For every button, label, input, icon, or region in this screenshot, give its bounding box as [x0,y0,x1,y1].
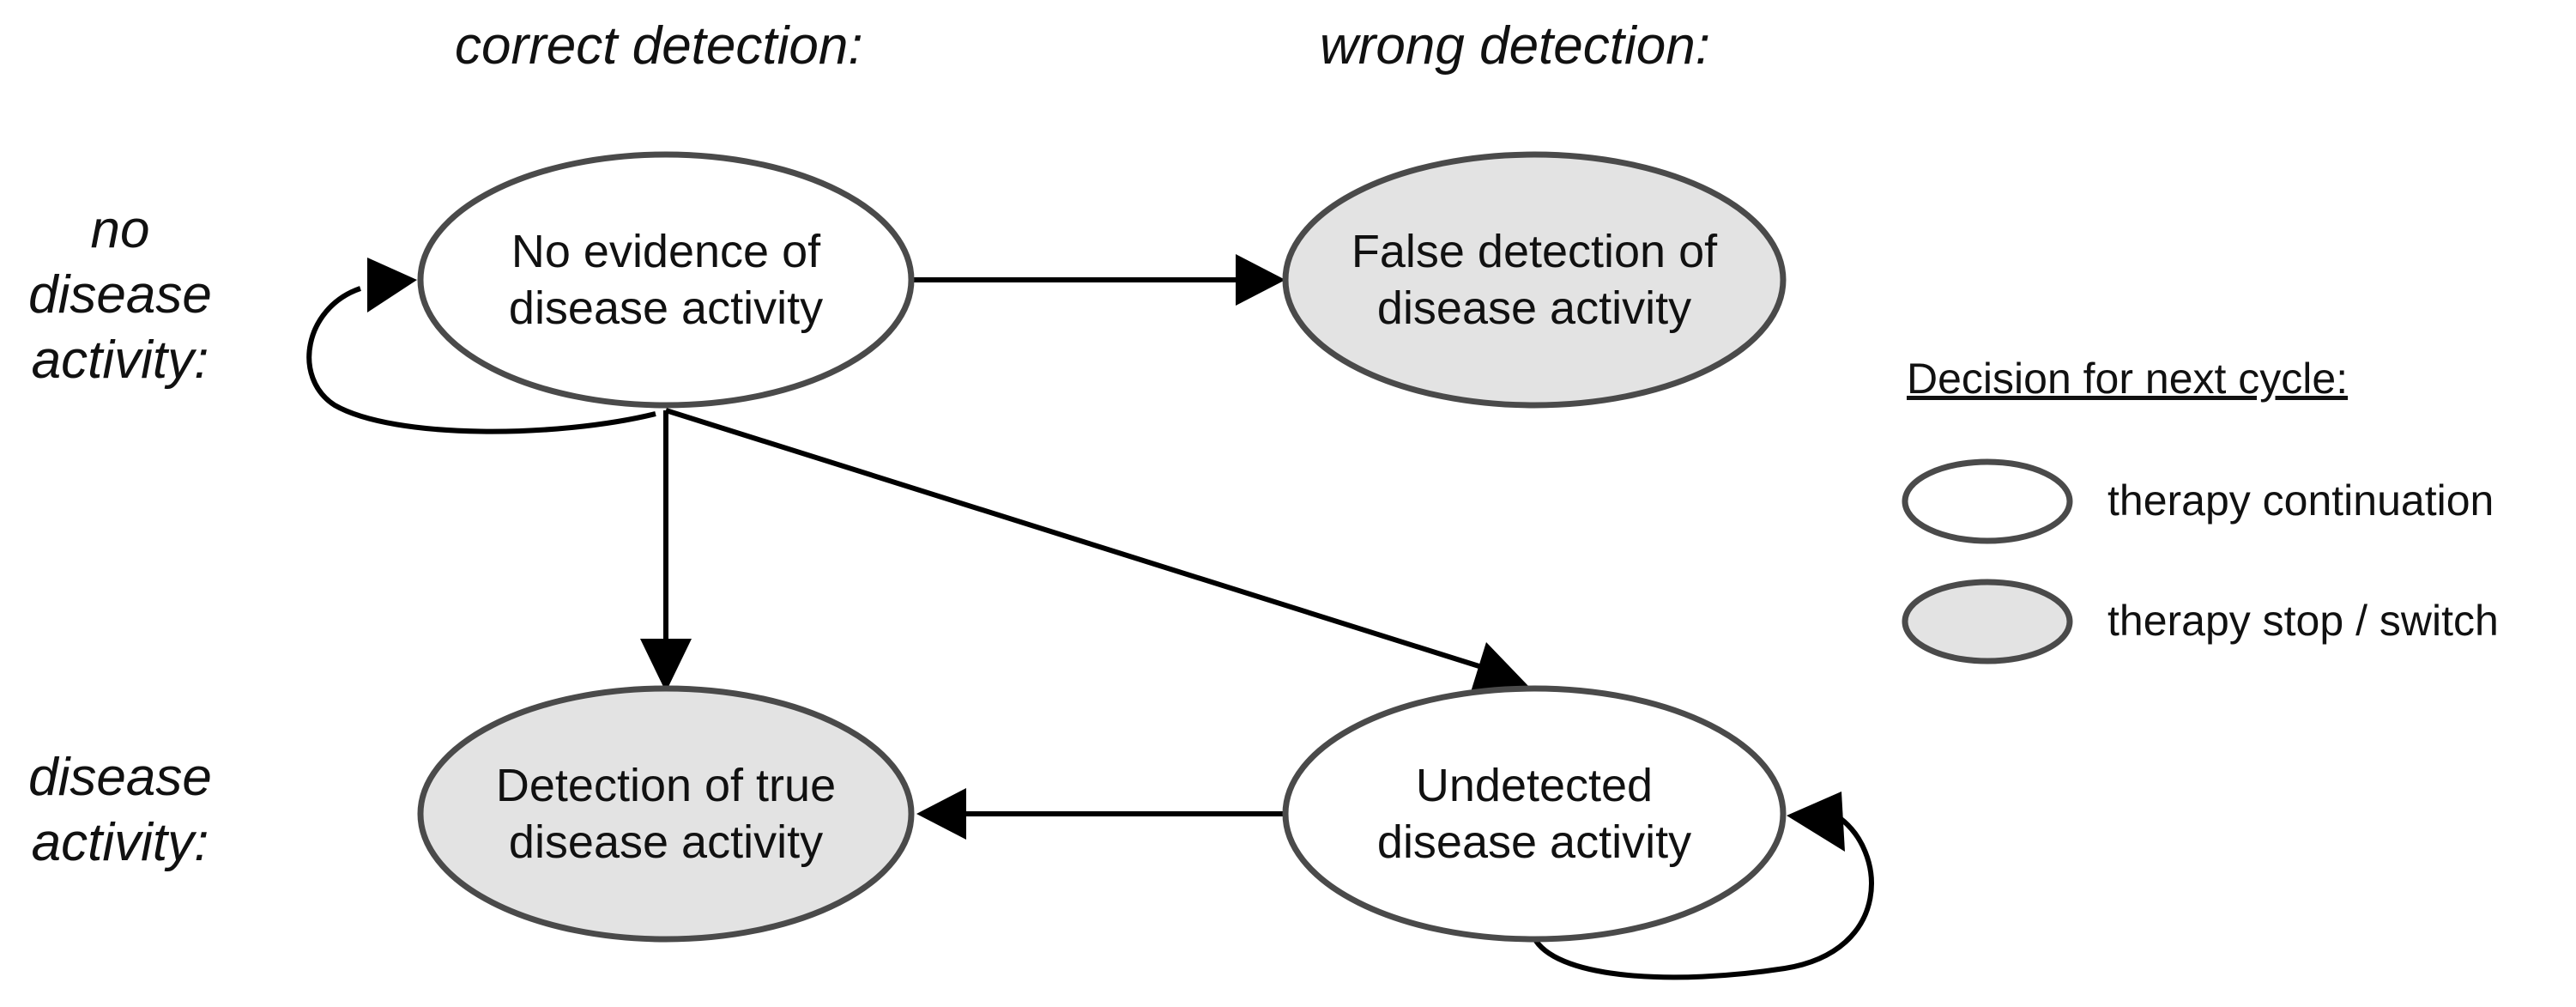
legend-label-continuation: therapy continuation [2107,476,2494,525]
arrowhead-false-detection [1236,254,1285,306]
row-header-no-line-1: no [90,200,150,259]
node-undetected [1282,685,1787,943]
row-header-activity-line-2: activity: [31,813,209,872]
node-label-undetected-line-2: disease activity [1376,816,1692,868]
legend-title: Decision for next cycle: [1907,355,2349,403]
legend-swatch-stop-switch [1902,579,2073,664]
edge-no-evidence-to-undetected [665,408,1485,670]
row-header-activity-line-1: disease [28,748,212,807]
node-label-false-detection-line-1: False detection of [1351,226,1718,277]
node-label-undetected: Undetected disease activity [1320,757,1749,871]
node-true-detection [417,685,915,943]
node-no-evidence [417,151,915,409]
legend-label-stop-switch: therapy stop / switch [2107,597,2499,645]
self-loop-undetected [1533,813,1874,980]
node-label-true-detection: Detection of true disease activity [451,757,880,871]
node-label-no-evidence-line-1: No evidence of [511,226,821,277]
row-header-disease-activity: disease activity: [9,745,232,876]
arrowhead-self-loop-undetected [1787,792,1845,852]
node-label-no-evidence-line-2: disease activity [508,282,824,334]
column-header-correct-detection: correct detection: [455,16,863,76]
column-header-wrong-detection: wrong detection: [1320,16,1710,76]
node-label-no-evidence: No evidence of disease activity [451,223,880,337]
arrowhead-undetected [1471,642,1529,692]
arrowhead-self-loop-no-evidence [367,258,417,312]
row-header-no-line-2: disease [28,265,212,325]
legend-swatch-continuation [1902,458,2073,544]
arrowhead-true-detection [640,639,692,692]
node-label-undetected-line-1: Undetected [1415,760,1654,811]
node-label-false-detection: False detection of disease activity [1320,223,1749,337]
node-label-true-detection-line-2: disease activity [508,816,824,868]
node-label-true-detection-line-1: Detection of true [495,760,837,811]
node-label-false-detection-line-2: disease activity [1376,282,1692,334]
row-header-no-line-3: activity: [31,331,209,390]
edges [306,254,1874,980]
arrowhead-true-detection-from-undetected [916,788,966,840]
self-loop-no-evidence [306,286,656,434]
node-false-detection [1282,151,1787,409]
row-header-no-disease-activity: no disease activity: [9,197,232,393]
